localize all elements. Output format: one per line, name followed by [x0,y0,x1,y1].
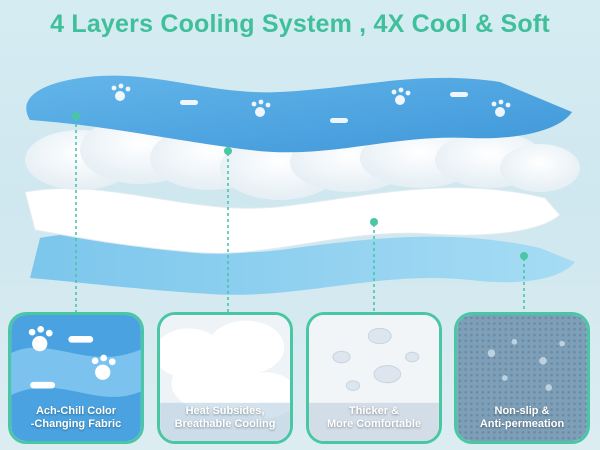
paw-pattern [111,83,511,123]
cotton-fill-icon [160,315,290,441]
leader-dots [72,112,528,260]
mesh-base-icon [457,315,587,441]
tile-label-nonslip: Non-slip & Anti-permeation [479,405,565,430]
top-fabric-layer [26,75,572,153]
paw-print-fabric-icon [11,315,141,441]
tile-label-waterproof: Thicker & More Comfortable [326,405,422,430]
tile-label-cotton: Heat Subsides, Breathable Cooling [174,405,276,430]
layer-tile-nonslip: Non-slip & Anti-permeation [454,312,590,444]
layer-tile-waterproof: Thicker & More Comfortable [306,312,442,444]
layer-tile-cotton: Heat Subsides, Breathable Cooling [157,312,293,444]
tile-label-fabric: Ach-Chill Color -Changing Fabric [30,405,122,430]
leader-lines [75,118,525,312]
headline: 4 Layers Cooling System , 4X Cool & Soft [50,10,550,38]
water-drops-icon [309,315,439,441]
layer-tile-fabric: Ach-Chill Color -Changing Fabric [8,312,144,444]
